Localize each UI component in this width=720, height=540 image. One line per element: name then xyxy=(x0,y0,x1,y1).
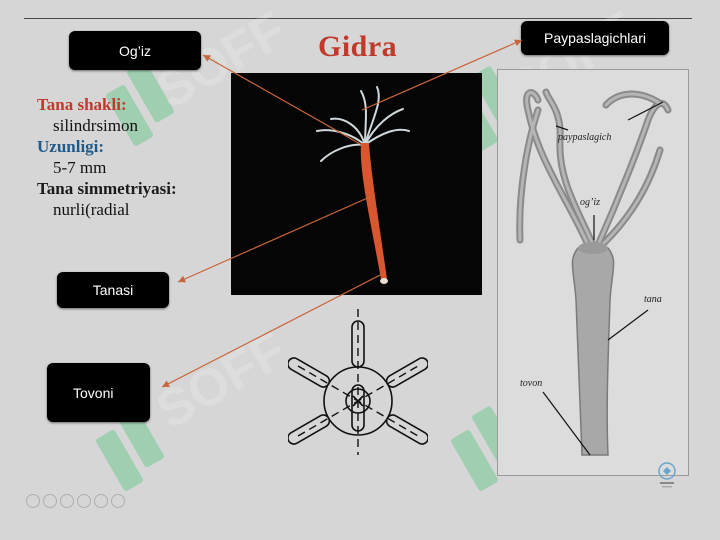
label-mouth: Og’iz xyxy=(69,31,201,70)
drawing-label-foot: tovon xyxy=(520,378,542,389)
radial-symmetry-diagram xyxy=(288,309,428,455)
fact-heading-symmetry: Tana simmetriyasi: xyxy=(37,179,177,198)
label-body: Tanasi xyxy=(57,272,169,308)
nav-menu-icon[interactable] xyxy=(111,494,125,508)
slide-nav-controls[interactable] xyxy=(26,494,125,508)
drawing-label-body: tana xyxy=(644,294,662,305)
drawing-label-tentacle: paypaslagich xyxy=(557,132,611,143)
svg-text:SOFF: SOFF xyxy=(147,321,296,441)
fact-heading-length: Uzunligi: xyxy=(37,137,105,156)
nav-next-icon[interactable] xyxy=(43,494,57,508)
corner-logo-icon xyxy=(658,462,676,488)
fact-heading-shape: Tana shakli: xyxy=(37,95,127,114)
nav-view-icon[interactable] xyxy=(94,494,108,508)
fact-value-symmetry: nurli(radial xyxy=(53,200,130,219)
hydra-photo xyxy=(231,73,482,295)
facts-list: Tana shakli: silindrsimon Uzunligi: 5-7 … xyxy=(37,94,177,220)
label-tentacles: Paypaslagichlari xyxy=(521,21,669,55)
fact-value-shape: silindrsimon xyxy=(53,116,139,135)
drawing-label-mouth: og’iz xyxy=(580,197,600,208)
fact-value-length: 5-7 mm xyxy=(53,158,107,177)
label-foot: Tovoni xyxy=(47,363,150,422)
hydra-drawing: paypaslagich og’iz tana tovon xyxy=(497,69,689,476)
page-title: Gidra xyxy=(318,30,398,63)
nav-pen-icon[interactable] xyxy=(60,494,74,508)
nav-prev-icon[interactable] xyxy=(26,494,40,508)
nav-zoom-icon[interactable] xyxy=(77,494,91,508)
header-divider xyxy=(24,18,692,19)
